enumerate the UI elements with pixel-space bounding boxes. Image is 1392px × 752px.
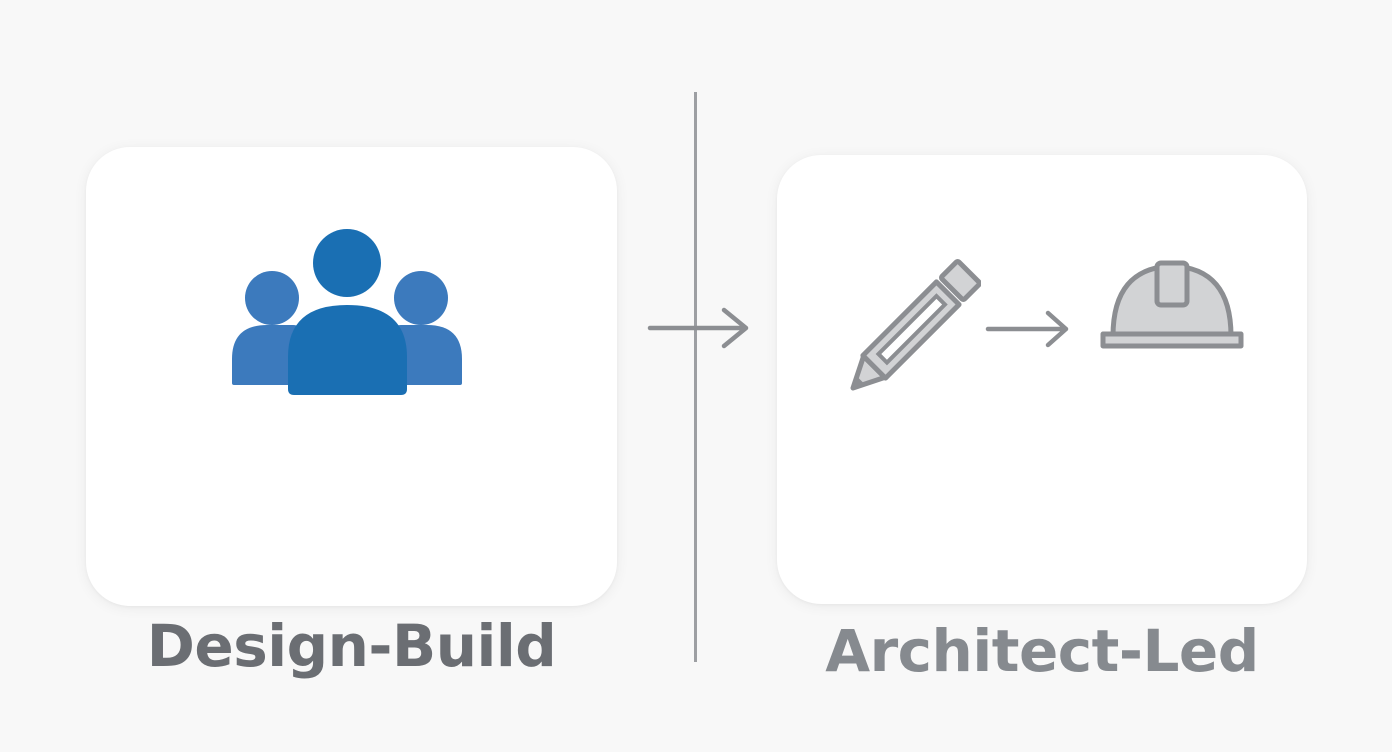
architect-led-card: Architect-Led (777, 155, 1307, 685)
divider-line (694, 92, 697, 662)
arrow-right-icon (647, 307, 749, 349)
architect-led-label: Architect-Led (825, 617, 1259, 685)
design-build-card: Design-Build (86, 147, 617, 680)
hard-hat-icon (1100, 260, 1244, 349)
pencil-icon (850, 259, 981, 391)
arrow-right-icon (985, 310, 1069, 348)
design-build-label: Design-Build (146, 612, 557, 680)
team-icon (232, 229, 462, 395)
